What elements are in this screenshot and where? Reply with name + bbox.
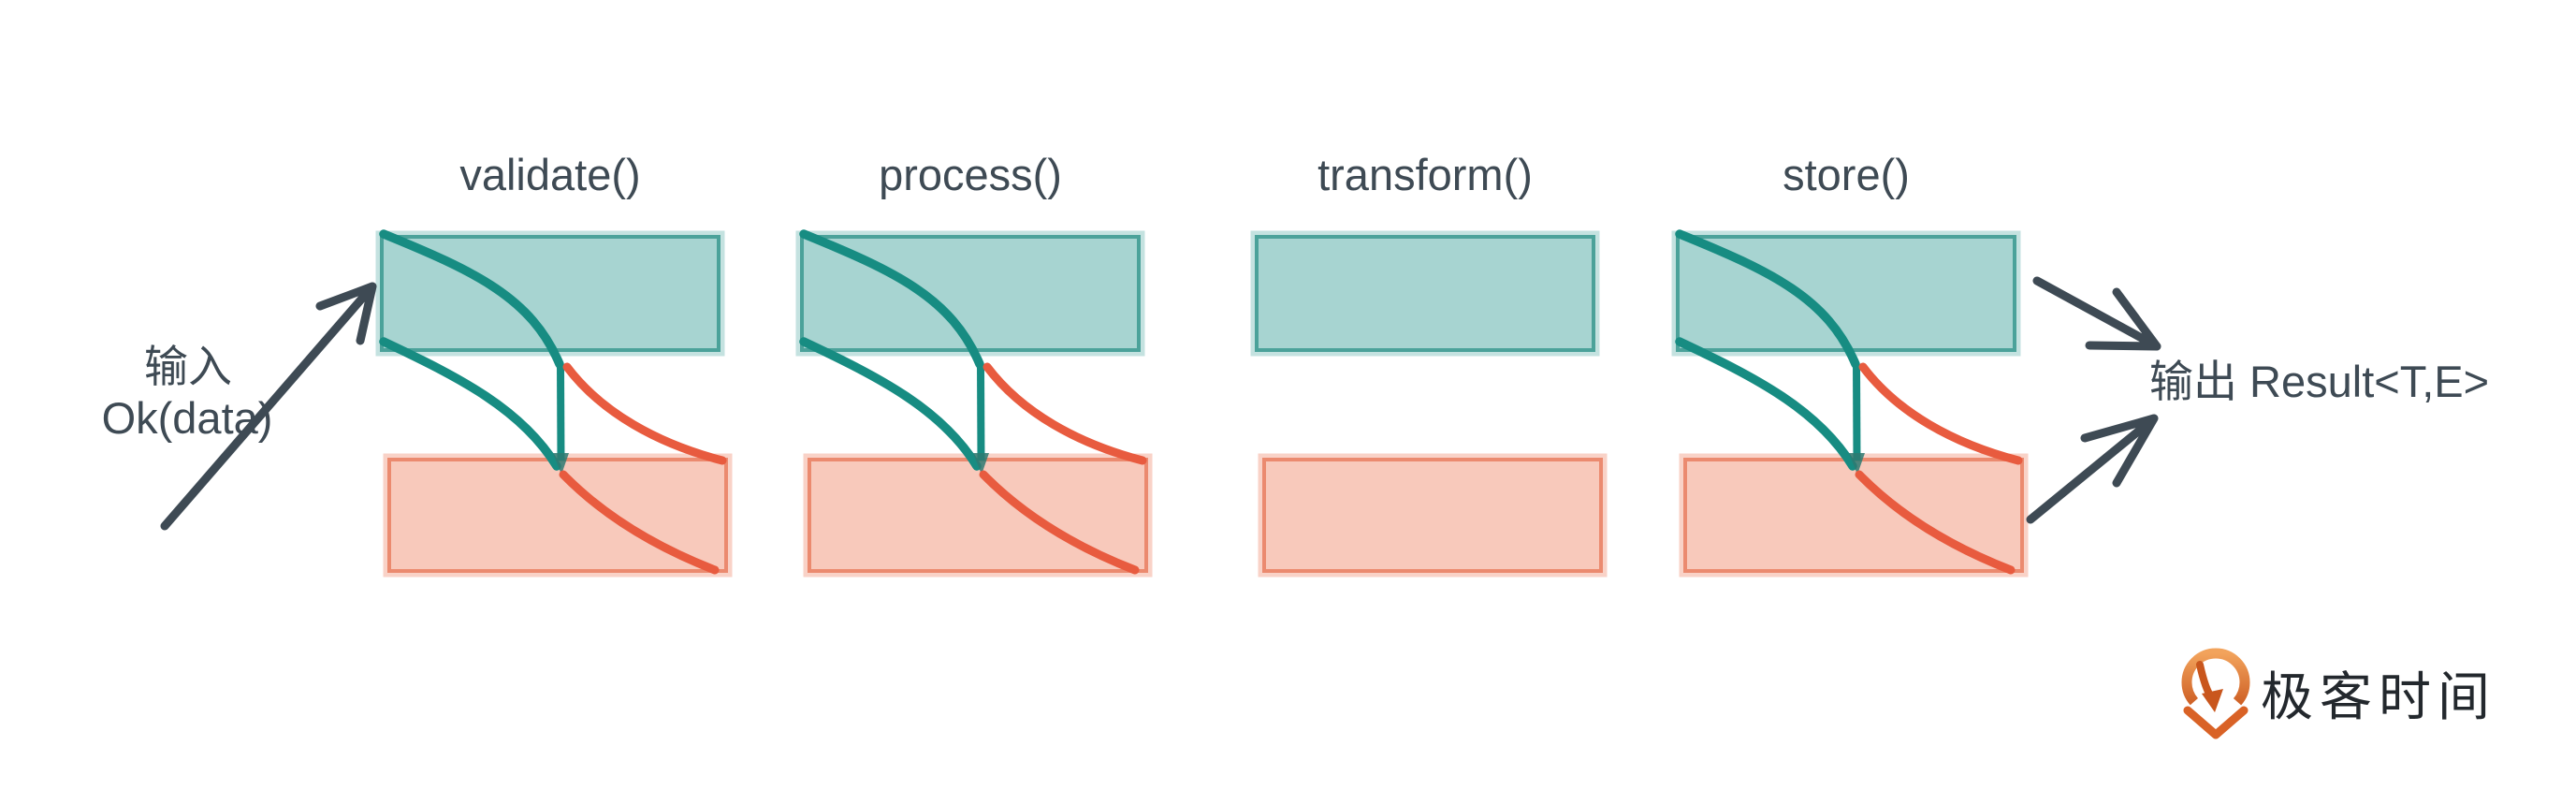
logo-ring-icon	[2181, 648, 2250, 717]
stage-label: validate()	[459, 150, 640, 199]
stage-transform: transform()	[1250, 150, 1608, 578]
output-label: 输出 Result<T,E>	[2149, 357, 2489, 406]
stage-label: transform()	[1317, 150, 1533, 199]
stage-label: process()	[879, 150, 1062, 199]
ok-track-box	[1255, 235, 1595, 352]
input-arrow-icon	[160, 282, 377, 531]
stage-label: store()	[1783, 150, 1910, 199]
logo-needle-head-icon	[2202, 689, 2223, 712]
output-annotation: 输出 Result<T,E>	[2026, 276, 2489, 524]
stage-process: process()	[795, 150, 1153, 578]
stage-store: store()	[1671, 150, 2029, 578]
input-annotation: 输入 Ok(data)	[102, 282, 377, 531]
geektime-logo: 极客时间	[2181, 648, 2496, 739]
input-label-line1: 输入	[144, 342, 232, 391]
err-track-box	[1262, 458, 1603, 573]
output-arrow-bottom-icon	[2026, 414, 2159, 524]
stage-validate: validate()	[375, 150, 733, 578]
output-arrow-top-icon	[2032, 276, 2161, 351]
logo-text: 极客时间	[2261, 667, 2496, 726]
logo-pin-chevron-icon	[2183, 706, 2249, 739]
